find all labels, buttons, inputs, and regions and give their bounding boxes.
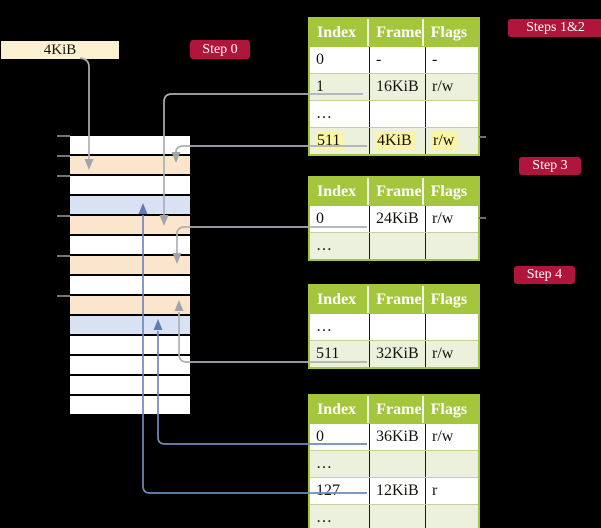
memory-frame-row-4	[70, 216, 190, 236]
table-cell: 24KiB	[369, 206, 425, 232]
memory-frame-row-3	[70, 196, 190, 216]
highlighted-value: 511	[316, 132, 344, 150]
highlighted-value: r/w	[432, 132, 458, 150]
table-cell: 511	[310, 128, 369, 154]
table-cell: -	[369, 47, 425, 73]
column-header-flags: Flags	[421, 19, 478, 46]
table-row: 0 --	[310, 47, 478, 73]
table-row: 511 4KiB r/w	[310, 127, 478, 154]
column-header-frame: Frame	[367, 396, 422, 423]
table-cell: 32KiB	[369, 341, 425, 367]
steps-1-2-label: Steps 1&2	[508, 19, 601, 37]
column-header-index: Index	[317, 401, 357, 418]
memory-frame-row-2	[70, 176, 190, 196]
frame-size-label: 4KiB	[43, 42, 77, 58]
table-cell: 36KiB	[369, 424, 425, 450]
physical-memory-stack	[70, 134, 190, 416]
memory-frame-row-1	[70, 156, 190, 176]
memory-frame-row-7	[70, 276, 190, 296]
table-cell: 127	[316, 482, 340, 499]
column-header-flags: Flags	[421, 178, 478, 205]
memory-frame-row-12	[70, 376, 190, 396]
table-cell	[425, 505, 478, 528]
table-cell	[425, 233, 478, 259]
column-header-frame: Frame	[367, 286, 422, 313]
table-cell: 511	[316, 345, 340, 362]
table-cell: …	[316, 237, 332, 254]
table-row: …	[310, 504, 478, 528]
step-3-label: Step 3	[519, 157, 581, 175]
column-header-frame: Frame	[367, 178, 422, 205]
memory-frame-row-11	[70, 356, 190, 376]
memory-frame-row-6	[70, 256, 190, 276]
column-header-index: Index	[317, 24, 357, 41]
table-cell: 0	[316, 210, 324, 227]
table-cell: 4KiB	[369, 128, 425, 154]
memory-frame-row-13	[70, 396, 190, 416]
table-row: …	[310, 100, 478, 127]
table-cell: 0	[316, 428, 324, 445]
table-cell	[369, 505, 425, 528]
table-cell	[369, 101, 425, 127]
table-cell: 12KiB	[369, 478, 425, 504]
step-0-label: Step 0	[190, 40, 250, 59]
table-cell	[369, 451, 425, 477]
memory-frame-row-8	[70, 296, 190, 316]
table-cell: r/w	[425, 424, 478, 450]
table-cell	[425, 451, 478, 477]
memory-frame-row-0	[70, 136, 190, 156]
column-header-frame: Frame	[367, 19, 422, 46]
column-header-flags: Flags	[421, 396, 478, 423]
step-4-label: Step 4	[514, 266, 575, 284]
column-header-flags: Flags	[421, 286, 478, 313]
memory-frame-row-5	[70, 236, 190, 256]
table-cell: …	[316, 318, 332, 335]
table-cell: r/w	[425, 128, 478, 154]
highlighted-value: 4KiB	[376, 132, 415, 150]
memory-frame-row-10	[70, 336, 190, 356]
table-cell: …	[316, 105, 332, 122]
frame-size-box: 4KiB	[1, 41, 119, 59]
table-row: …	[310, 314, 478, 340]
table-cell: -	[425, 47, 478, 73]
column-header-index: Index	[317, 183, 357, 200]
table-cell: r/w	[425, 206, 478, 232]
table-cell: …	[316, 455, 332, 472]
table-cell: r/w	[425, 341, 478, 367]
memory-frame-row-9	[70, 316, 190, 336]
table-cell: 16KiB	[369, 74, 425, 100]
table-cell	[425, 101, 478, 127]
table-row: …	[310, 450, 478, 477]
table-cell	[369, 233, 425, 259]
table-cell: r/w	[425, 74, 478, 100]
table-cell: 1	[316, 78, 324, 95]
table-cell: r	[425, 478, 478, 504]
table-cell	[369, 314, 425, 340]
table-cell: 0	[316, 51, 324, 68]
column-header-index: Index	[317, 291, 357, 308]
table-row: …	[310, 232, 478, 259]
table-cell: …	[316, 509, 332, 526]
table-cell	[425, 314, 478, 340]
